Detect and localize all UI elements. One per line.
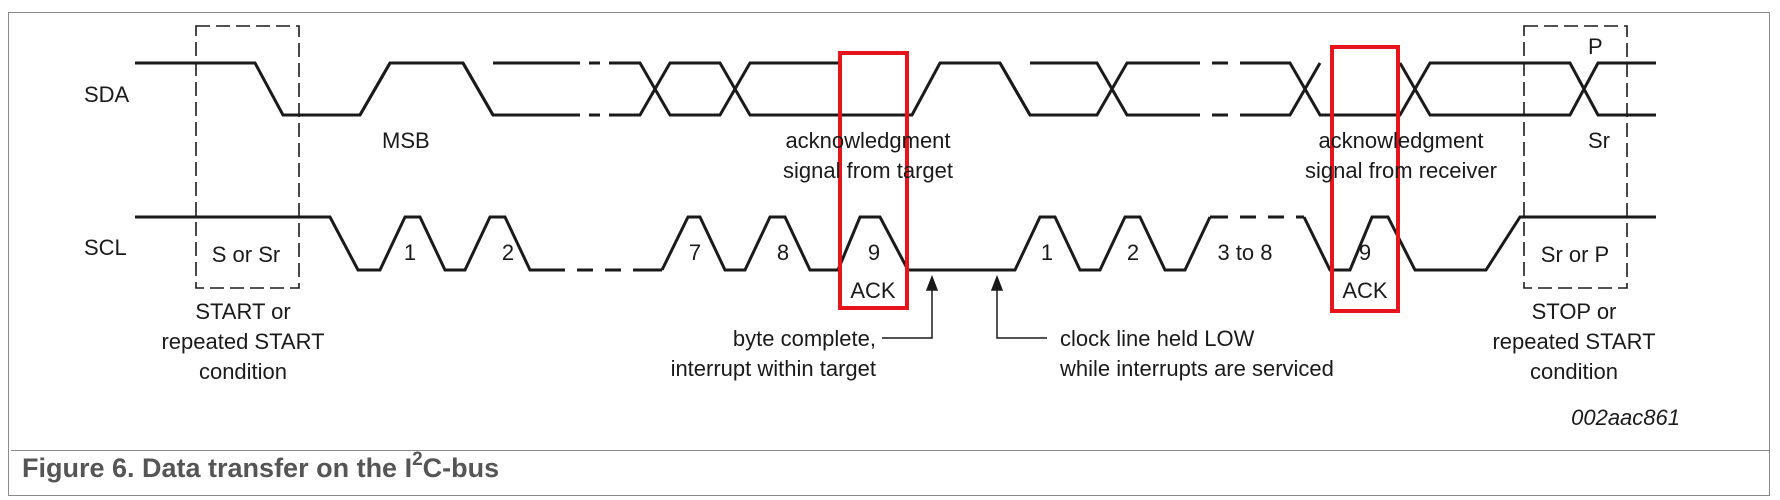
clock-held-line1: clock line held LOW [1060,326,1255,351]
pulse-label: 2 [1127,240,1139,265]
pulse-label: 1 [404,240,416,265]
msb-label: MSB [382,128,430,153]
pulse-label: 2 [502,240,514,265]
pulse-label: 3 to 8 [1217,240,1272,265]
byte-complete-line1: byte complete, [733,326,876,351]
start-condition-line2: repeated START [161,329,324,354]
figure-caption: Figure 6. Data transfer on the I2C-bus [22,450,500,484]
pulse-label: 9 [868,240,880,265]
ack-receiver-label-line2: signal from receiver [1305,158,1497,183]
ack-label: ACK [850,278,896,303]
pulse-label: 9 [1359,240,1371,265]
clock-held-arrow [990,274,1047,339]
stop-condition-line3: condition [1530,359,1618,384]
start-box [195,25,300,289]
ack-receiver-highlight [1330,45,1400,313]
i2c-timing-diagram: SDA SCL MSB P Sr acknowledgment signal f… [84,25,1680,430]
stop-box [1523,25,1628,289]
pulse-label: 8 [777,240,789,265]
byte-complete-arrow [882,274,939,339]
pulse-label: 1 [1041,240,1053,265]
scl-waveform [135,215,1656,272]
ack-label: ACK [1342,278,1388,303]
stop-condition-line2: repeated START [1492,329,1655,354]
ack-target-label-line1: acknowledgment [785,128,950,153]
caption-suffix: C-bus [422,453,500,483]
caption-prefix: Figure 6. Data transfer on the I [22,453,413,483]
ack-receiver-label-line1: acknowledgment [1318,128,1483,153]
ack-target-label-line2: signal from target [783,158,953,183]
start-condition-line1: START or [195,299,290,324]
stop-condition-line1: STOP or [1532,299,1617,324]
byte-complete-line2: interrupt within target [671,356,876,381]
start-box-label: S or Sr [212,242,280,267]
sda-waveform [135,61,1656,117]
caption-divider [11,450,1769,451]
ack-target-highlight [838,51,909,310]
clock-held-line2: while interrupts are serviced [1059,356,1334,381]
p-label: P [1588,34,1603,59]
sr-label: Sr [1588,128,1610,153]
figure-id: 002aac861 [1571,405,1680,430]
start-condition-line3: condition [199,359,287,384]
sda-label: SDA [84,82,130,107]
scl-label: SCL [84,235,127,260]
caption-superscript: 2 [412,449,423,470]
figure-frame [8,12,1770,496]
stop-box-label: Sr or P [1541,242,1609,267]
pulse-label: 7 [689,240,701,265]
